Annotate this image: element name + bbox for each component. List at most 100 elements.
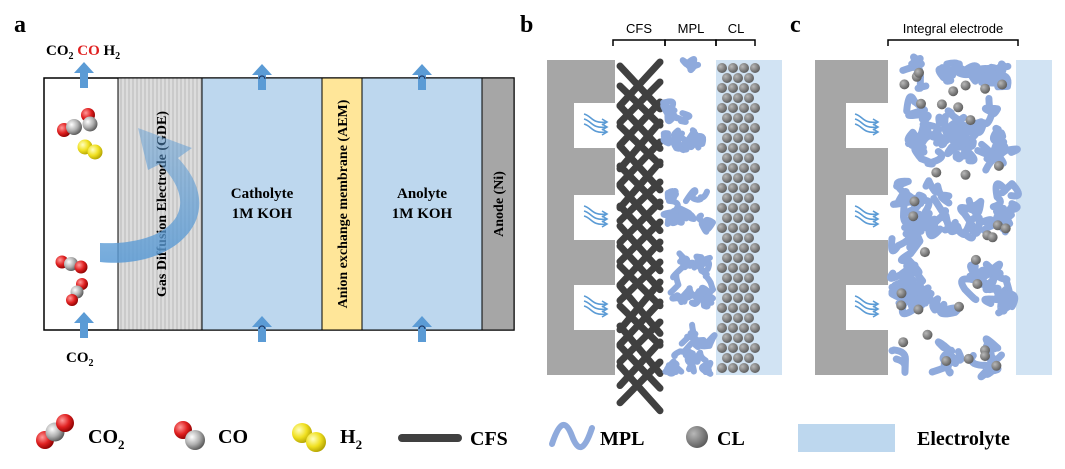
legend-h2-label: H2 bbox=[340, 426, 362, 452]
catholyte-concentration: 1M KOH bbox=[232, 206, 293, 222]
cl-label: CL bbox=[728, 21, 745, 36]
cl-particle bbox=[739, 103, 749, 113]
cl-particle bbox=[733, 193, 743, 203]
cl-particle bbox=[733, 273, 743, 283]
flow-arrow-head bbox=[872, 128, 880, 136]
mpl-squiggle bbox=[682, 187, 710, 205]
mpl-squiggle bbox=[989, 180, 1022, 211]
cl-particle bbox=[728, 143, 738, 153]
cl-particle bbox=[722, 353, 732, 363]
co-product-label: CO bbox=[77, 43, 100, 59]
cl-particle bbox=[728, 223, 738, 233]
flow-arrow-head bbox=[872, 123, 880, 131]
cl-particle bbox=[733, 213, 743, 223]
cl-particle bbox=[717, 123, 727, 133]
panel-c-letter: c bbox=[790, 12, 801, 38]
cfs-fiber bbox=[616, 278, 664, 334]
mpl-squiggle bbox=[913, 215, 944, 240]
cl-particle bbox=[1000, 223, 1011, 234]
mpl-bracket bbox=[664, 39, 717, 46]
mpl-squiggle bbox=[932, 129, 964, 158]
cl-particle bbox=[744, 353, 754, 363]
cl-particle bbox=[739, 323, 749, 333]
cl-particle bbox=[750, 363, 760, 373]
cl-particle bbox=[728, 343, 738, 353]
cfs-fiber bbox=[616, 118, 664, 173]
cl-particle bbox=[722, 213, 732, 223]
mpl-squiggle bbox=[672, 130, 690, 154]
mpl-squiggle bbox=[939, 60, 963, 85]
cl-bracket bbox=[715, 39, 756, 46]
cl-particle bbox=[965, 115, 976, 126]
cl-particle bbox=[728, 103, 738, 113]
mpl-squiggle bbox=[942, 124, 977, 150]
cfs-fiber bbox=[616, 182, 664, 235]
co-molecule-icon bbox=[81, 108, 98, 132]
mpl-squiggle bbox=[991, 200, 1021, 224]
flow-loop-icon bbox=[258, 325, 266, 330]
cl-particle bbox=[717, 283, 727, 293]
cl-particle bbox=[739, 83, 749, 93]
cl-particle bbox=[750, 323, 760, 333]
cfs-fiber bbox=[616, 158, 664, 212]
cl-particle bbox=[733, 93, 743, 103]
cl-particle bbox=[896, 300, 907, 311]
integral-electrode-label: Integral electrode bbox=[903, 21, 1003, 36]
cfs-label: CFS bbox=[626, 21, 652, 36]
cl-particle bbox=[722, 293, 732, 303]
cl-particle bbox=[980, 83, 991, 94]
mpl-squiggles bbox=[660, 56, 718, 377]
legend-cl-icon bbox=[686, 426, 708, 448]
cl-particle bbox=[953, 102, 964, 113]
curved-flow-arrow bbox=[100, 128, 200, 263]
anode-label: Anode (Ni) bbox=[492, 171, 507, 237]
cl-particle bbox=[960, 80, 971, 91]
mpl-squiggle bbox=[928, 347, 965, 376]
mpl-squiggle bbox=[982, 335, 1005, 364]
cl-particle bbox=[739, 203, 749, 213]
cl-particle bbox=[728, 203, 738, 213]
flow-arrow-head bbox=[601, 123, 609, 131]
cl-particle bbox=[744, 273, 754, 283]
mpl-squiggle bbox=[974, 144, 1009, 167]
flow-arrow-head bbox=[872, 118, 880, 126]
legend-cl-label: CL bbox=[717, 428, 745, 450]
cl-particle bbox=[733, 133, 743, 143]
catholyte-chamber bbox=[201, 77, 323, 331]
legend: CO2 CO H2 CFS MPL CL Electrolyte bbox=[36, 414, 1010, 452]
mpl-squiggle bbox=[688, 290, 716, 307]
cl-particle bbox=[739, 163, 749, 173]
cl-particle bbox=[963, 353, 974, 364]
cl-particle bbox=[744, 233, 754, 243]
cl-particle bbox=[739, 143, 749, 153]
mpl-squiggle bbox=[664, 205, 693, 227]
cl-particle bbox=[750, 163, 760, 173]
flow-arrow bbox=[583, 113, 607, 124]
legend-co-label: CO bbox=[218, 426, 248, 448]
flow-arrow-head bbox=[872, 220, 880, 228]
mpl-squiggle bbox=[691, 332, 718, 351]
cl-particle bbox=[722, 173, 732, 183]
electrolyte-region bbox=[1016, 60, 1052, 375]
cl-particle bbox=[919, 247, 930, 258]
cl-particle bbox=[733, 73, 743, 83]
cl-particle bbox=[717, 163, 727, 173]
cl-particle bbox=[739, 343, 749, 353]
flow-arrow bbox=[583, 210, 607, 221]
cl-particle bbox=[728, 63, 738, 73]
mpl-squiggle bbox=[665, 188, 679, 202]
cl-particle bbox=[744, 293, 754, 303]
cl-particle bbox=[717, 323, 727, 333]
cl-particle bbox=[722, 253, 732, 263]
flow-arrow-head bbox=[601, 210, 609, 218]
cl-particle bbox=[750, 303, 760, 313]
cl-particle bbox=[722, 133, 732, 143]
mpl-squiggle bbox=[674, 208, 697, 226]
mpl-squiggle bbox=[907, 135, 946, 168]
cl-particle bbox=[941, 356, 952, 366]
cl-particle bbox=[722, 73, 732, 83]
flow-arrow bbox=[854, 123, 878, 134]
cl-particle bbox=[717, 363, 727, 373]
cl-particle bbox=[744, 313, 754, 323]
